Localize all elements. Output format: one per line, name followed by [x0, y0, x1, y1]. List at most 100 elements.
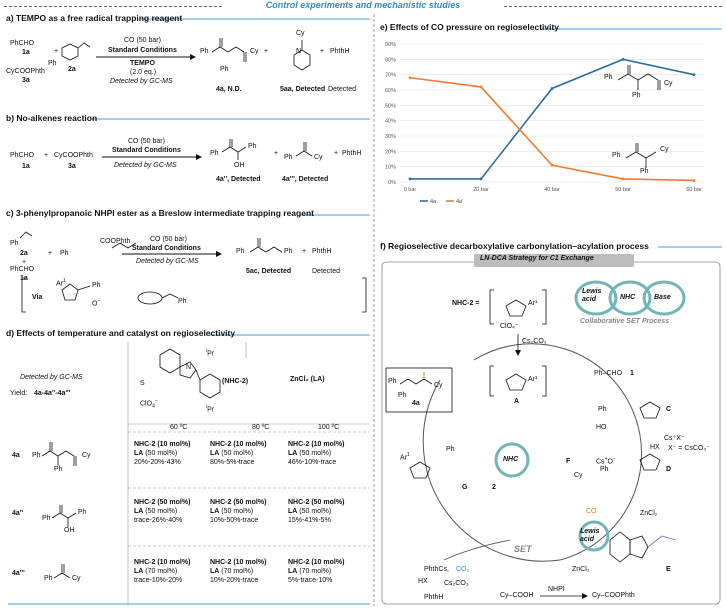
reactant-3a: 3a — [68, 163, 76, 170]
clo4-label: ClO4− — [140, 398, 158, 410]
lewis-acid-lower: Lewis acid — [580, 528, 600, 543]
y-tick-label: 60% — [385, 88, 396, 94]
plus-sign: + — [54, 48, 59, 55]
phthcs-label: PhthCs, — [424, 566, 449, 573]
int-g-label: G — [462, 484, 468, 491]
y-tick-label: 20% — [385, 149, 396, 155]
cy-coophth-label: Cy–COOPhth — [592, 592, 635, 599]
cy-label: Cy — [250, 48, 259, 55]
reactant-phcho: PhCHO — [10, 152, 35, 159]
x-tick-label: 60 bar — [686, 187, 702, 193]
legend-label: 4a' — [456, 199, 463, 205]
product-phthh-status: Detected — [328, 86, 357, 93]
atom-n: N — [296, 48, 302, 55]
section-b-header: b) No-alkenes reaction — [6, 113, 98, 123]
plus-sign: + — [302, 248, 307, 255]
ph-label: Ph — [44, 575, 53, 582]
nhpi-label: NHPI — [548, 586, 565, 593]
reactant-cycoophth: CyCOOPhth — [54, 152, 93, 159]
y-tick-label: 40% — [385, 119, 396, 125]
temp-80: 80 ºC — [252, 424, 270, 431]
product-phthh: PhthH — [342, 150, 362, 157]
phthh-bottom: PhthH — [424, 594, 444, 601]
cond-gcms: Detected by GC-MS — [136, 258, 199, 265]
data-point — [408, 76, 412, 80]
ph-label: Ph — [54, 466, 63, 473]
plus-sign: + — [334, 150, 339, 157]
ln-dca-banner: LN-DCA Strategy for C1 Exchange — [480, 255, 594, 262]
clo4-label: ClO₄⁻ — [500, 323, 519, 330]
cond-co: CO (50 bar) — [124, 37, 161, 44]
cond-gcms: Detected by GC-MS — [110, 78, 173, 85]
data-point — [479, 177, 483, 181]
ho-label: HO — [596, 424, 607, 431]
int-f-label: F — [566, 458, 571, 465]
ph-label: Ph — [632, 92, 641, 99]
phcho-label: Ph–CHO — [594, 370, 623, 377]
section-c-header: c) 3-phenylpropanoic NHPI ester as a Bre… — [6, 208, 314, 218]
product-5ac-status: 5ac, Detected — [246, 268, 292, 275]
hx-label: HX — [650, 444, 660, 451]
reactant-1a: 1a — [22, 163, 30, 170]
int-c-label: C — [666, 406, 672, 413]
cond-tempo: TEMPO — [130, 60, 155, 67]
y-tick-label: 80% — [385, 57, 396, 63]
set-label: SET — [514, 544, 532, 554]
plus-sign: + — [274, 150, 279, 157]
row-label-4a2: 4a'' — [12, 510, 24, 517]
plus-sign: + — [320, 48, 325, 55]
data-point — [692, 179, 696, 182]
ph-label: Ph — [200, 48, 209, 55]
table-cell: NHC-2 (10 mol%)LA (70 mol%)10%-20%-trace — [210, 559, 267, 584]
temp-100: 100 ºC — [318, 424, 340, 431]
table-cell: NHC-2 (10 mol%)LA (70 mol%)5%-trace-10% — [288, 559, 345, 584]
reactant-phcho: PhCHO — [10, 266, 35, 273]
atom-s: S — [140, 380, 145, 387]
reactant-1a: 1a — [20, 275, 28, 282]
section-e-header: e) Effects of CO pressure on regioselect… — [380, 22, 560, 32]
ph-label: Ph — [236, 248, 245, 255]
section-f-header: f) Regioselective decarboxylative carbon… — [380, 241, 649, 251]
ar1-label: Ar¹ — [528, 376, 538, 383]
ph-label: Ph — [32, 452, 41, 459]
lewis-acid-label: Lewis acid — [582, 288, 602, 303]
hx-bottom: HX — [418, 578, 428, 585]
table-cell: NHC-2 (10 mol%)LA (70 mol%)trace-10%-20% — [134, 559, 191, 584]
ph-label: Ph — [284, 248, 293, 255]
plus-sign: + — [44, 152, 49, 159]
via-label: Via — [32, 294, 43, 301]
cs-o-label: Cs+O− — [596, 456, 616, 466]
oh-label: OH — [234, 162, 245, 169]
x-eq-label: X⁻ = CsCO₃⁻ — [668, 445, 710, 452]
y-tick-label: 0% — [388, 180, 396, 186]
cs2co3-bottom: Cs₂CO₃ — [444, 580, 469, 587]
product-4a2-status: 4a'', Detected — [216, 176, 261, 183]
zncl2-top: ZnCl₂ — [640, 510, 658, 517]
x-tick-label: 50 bar — [615, 187, 631, 193]
ph-label: Ph — [248, 143, 257, 150]
product-phthh: PhthH — [330, 48, 350, 55]
table-cell: NHC-2 (50 mol%)LA (50 mol%)10%-50%-trace — [210, 499, 267, 524]
cond-co: CO (50 bar) — [128, 138, 165, 145]
ph-label: Ph — [598, 406, 607, 413]
reactant-2a: 2a — [68, 66, 76, 73]
product-4a-status: 4a, N.D. — [216, 86, 242, 93]
data-point — [692, 73, 696, 77]
chart-product-4a-structure: Ph Ph Cy — [604, 60, 704, 110]
int-a-label: A — [514, 398, 520, 405]
section-d-header: d) Effects of temperature and catalyst o… — [6, 328, 236, 338]
chart-product-4a1-structure: Ph Ph Cy — [612, 138, 702, 178]
ph-label: Ph — [398, 392, 407, 399]
cs2co3-label: Cs₂CO₃ — [522, 338, 547, 345]
reactant-3a: 3a — [22, 77, 30, 84]
product-4a-label: 4a — [412, 400, 420, 407]
cy-label: Cy — [72, 575, 81, 582]
phcho-id: 1 — [630, 370, 634, 377]
co-label: CO — [586, 508, 597, 515]
int-e-label: E — [666, 566, 671, 573]
product-4a3-status: 4a''', Detected — [282, 176, 329, 183]
reactant-phcho: PhCHO — [10, 40, 35, 47]
co2-label: CO₂ — [456, 566, 470, 573]
